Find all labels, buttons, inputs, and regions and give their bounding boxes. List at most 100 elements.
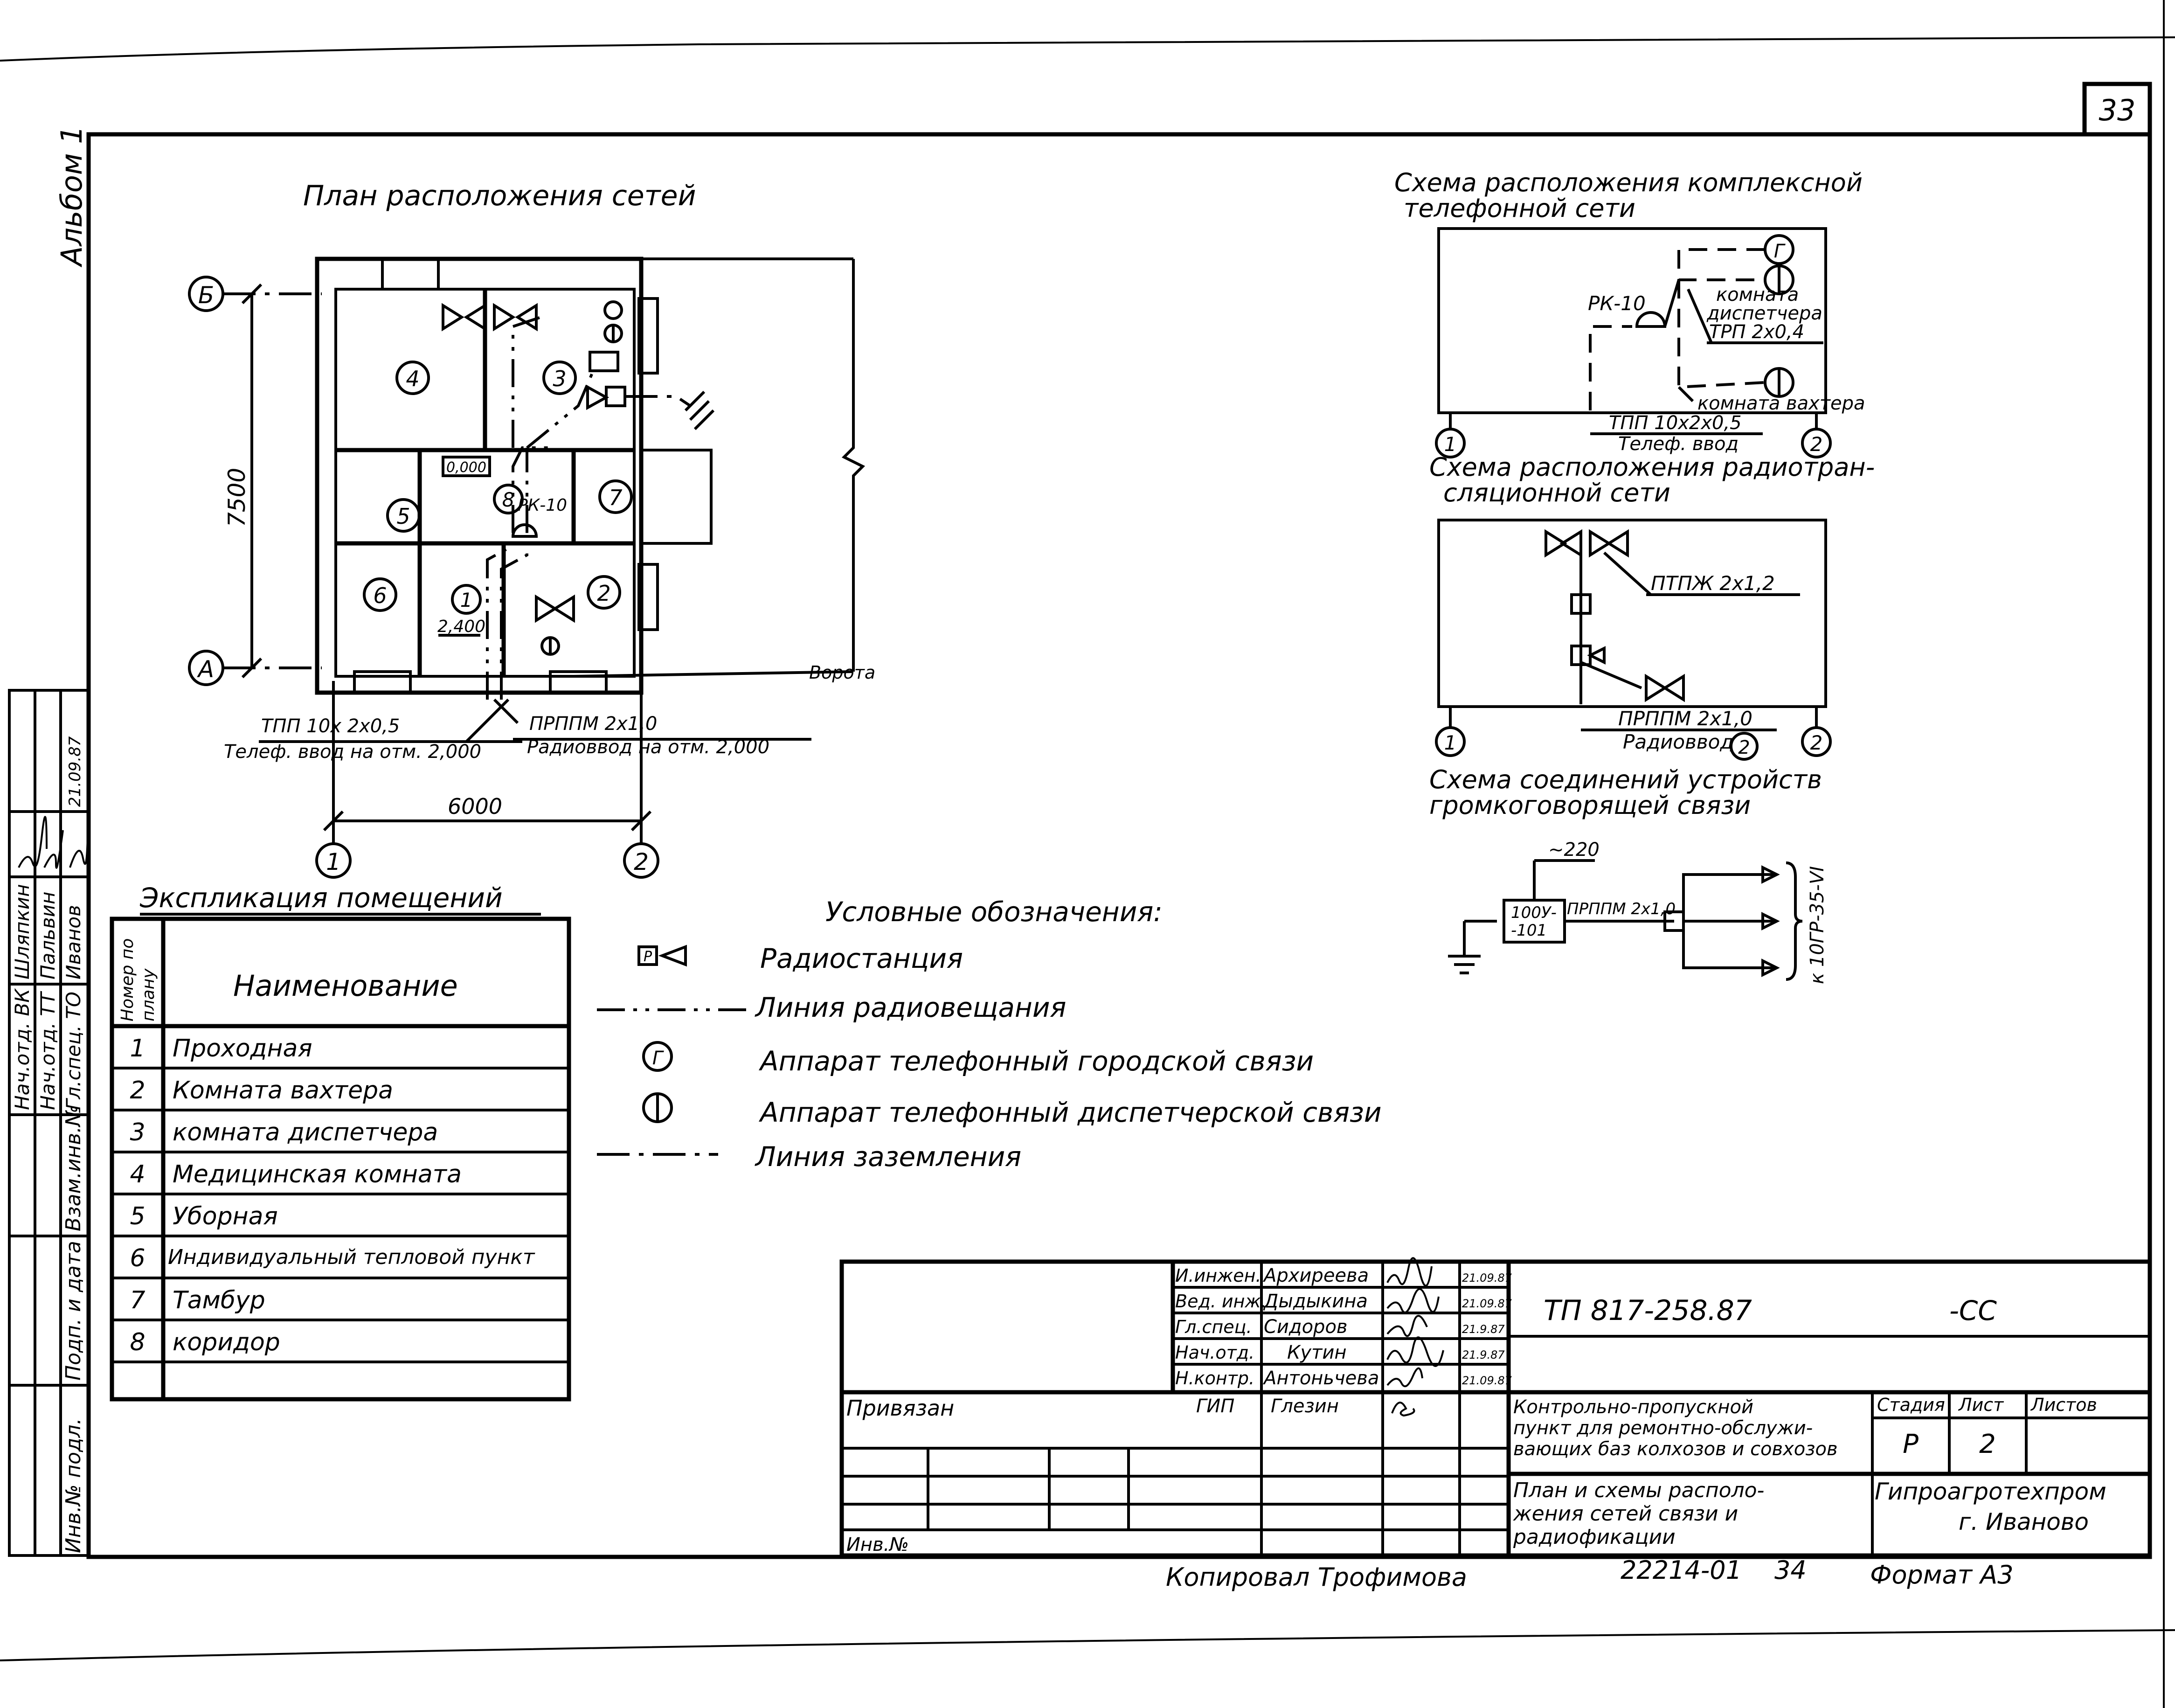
explication-title: Экспликация помещений [139, 882, 503, 914]
radio-scheme-title-2: сляционной сети [1443, 478, 1670, 507]
row-name: Тамбур [173, 1286, 265, 1314]
tel-scheme-title-2: телефонной сети [1404, 194, 1635, 223]
sig-name-4: Кутин [1287, 1342, 1347, 1363]
svg-text:3: 3 [553, 366, 566, 391]
plan-ground-line [625, 395, 691, 407]
tel-axis-2-bubble [1801, 428, 1832, 458]
radio-speaker-3 [1587, 646, 1606, 665]
speaker-cable: ПРППМ 2х1,0 [1567, 900, 1676, 918]
explication-table: Экспликация помещений Номер по плану Наи… [110, 882, 571, 1402]
sheet-value: 2 [1979, 1429, 1996, 1459]
amplifier-2: -101 [1511, 921, 1547, 940]
tel-cable-inner: ТРП 2х0,4 [1709, 321, 1804, 343]
radio-cable-entry: ПРППМ 2х1,0 [1618, 707, 1752, 730]
amplifier-1: 100У- [1511, 903, 1557, 922]
sheet-number: 33 [2099, 93, 2136, 127]
radio-axis-2: 2 [1810, 731, 1823, 754]
album-label: Альбом 1 [55, 125, 89, 268]
plan-radio-station-icon [589, 351, 619, 372]
radio-axis-2-bubble [1801, 726, 1832, 757]
sig-role-3: Гл.спец. [1175, 1317, 1252, 1337]
axis-2-bubble [623, 842, 659, 879]
legend: Условные обозначения: Р Радиостанция Лин… [597, 896, 1382, 1173]
signature-3 [1386, 1315, 1428, 1337]
scan-edge-top [0, 36, 2175, 62]
inv-label: Инв.№ [846, 1534, 909, 1555]
plan-speaker-4 [535, 594, 575, 623]
row-num: 7 [130, 1286, 145, 1314]
sig-date-2: 21.09.87 [1462, 1297, 1512, 1310]
side-role-1: Нач.отд. ВК [11, 988, 34, 1110]
legend-title: Условные обозначения: [825, 896, 1163, 928]
svg-text:4: 4 [406, 366, 419, 391]
row-name: Медицинская комната [173, 1160, 462, 1188]
tel-cable: ТПП 10х 2х0,5 [261, 715, 400, 737]
tel-rk-box [1635, 311, 1667, 328]
plan-rk-label: РК-10 [518, 496, 567, 515]
floor-plan [315, 257, 866, 695]
plan-wiring: 0,000 РК-10 2,400 Ворота [437, 300, 875, 743]
level-0: 0,000 [446, 459, 486, 476]
side-name-1: Шляпкин [11, 884, 34, 979]
sheets-label: Листов [2030, 1395, 2097, 1415]
signature-5 [1386, 1367, 1423, 1388]
sig-date-4: 21.9.87 [1462, 1348, 1505, 1361]
side-signature-1 [18, 816, 48, 868]
svg-text:6: 6 [373, 583, 387, 608]
row-name: Уборная [173, 1202, 278, 1230]
axis-1-bubble [315, 842, 352, 879]
legend-item-5: Линия заземления [755, 1141, 1021, 1173]
row-num: 3 [130, 1118, 145, 1146]
sig-role-2: Вед. инж. [1175, 1291, 1267, 1312]
sig-role-5: Н.контр. [1175, 1368, 1254, 1389]
radio-speaker-2 [1589, 529, 1629, 558]
dim-6000: 6000 [448, 794, 502, 819]
sig-date-3: 21.9.87 [1462, 1323, 1505, 1336]
radio-entry-label: Радиоввод [1623, 730, 1733, 753]
plan-speaker-1 [442, 303, 486, 332]
axis-a: А [197, 656, 214, 683]
svg-text:2: 2 [1738, 737, 1750, 758]
side-signature-2 [43, 830, 64, 869]
plan-rk-box [511, 523, 538, 538]
radio-entry: Радиоввод на отм. 2,000 [527, 736, 769, 758]
side-name-3: Иванов [62, 905, 85, 979]
svg-text:Р: Р [644, 949, 652, 965]
tel-room-disp-2: диспетчера [1706, 303, 1822, 324]
svg-text:7: 7 [609, 485, 622, 510]
radio-cable-inner: ПТПЖ 2х1,2 [1651, 572, 1775, 595]
org-city: г. Иваново [1959, 1508, 2089, 1535]
sig-role-4: Нач.отд. [1175, 1342, 1254, 1363]
doc-number: 22214-01 [1621, 1555, 1742, 1585]
legend-item-3: Аппарат телефонный городской связи [758, 1045, 1314, 1077]
svg-text:Г: Г [652, 1048, 664, 1069]
tel-axis-1-bubble [1435, 428, 1466, 458]
stage-value: Р [1903, 1429, 1919, 1459]
side-signature-3 [69, 834, 89, 868]
page-number: 34 [1774, 1555, 1807, 1585]
tel-entry-label: Телеф. ввод [1618, 433, 1739, 455]
side-field-swap: Взам.инв.№ [62, 1105, 85, 1231]
tel-axis-1: 1 [1444, 433, 1457, 456]
col-num-2: плану [139, 968, 158, 1021]
footer: Копировал Трофимова 22214-01 34 Формат А… [1166, 1555, 2014, 1592]
tel-room-guard: комната вахтера [1697, 393, 1865, 414]
gate-label: Ворота [809, 662, 875, 683]
col-name: Наименование [233, 969, 458, 1003]
speaker-supply: ~220 [1548, 839, 1600, 861]
signature-2 [1386, 1288, 1440, 1313]
side-role-2: Нач.отд. ТТ [36, 991, 59, 1110]
radio-axis-1-bubble [1435, 726, 1466, 757]
tel-axis-2: 2 [1810, 433, 1823, 456]
plan-speaker-3 [586, 384, 610, 410]
side-field-sign: Подп. и дата [62, 1241, 85, 1381]
row-num: 4 [130, 1160, 145, 1188]
row-num: 6 [130, 1244, 145, 1272]
doc-code: ТП 817-258.87 [1544, 1294, 1752, 1327]
org-name: Гипроагротехпром [1875, 1478, 2106, 1505]
sig-name-5: Антоньчева [1262, 1368, 1379, 1389]
copied-by: Копировал Трофимова [1166, 1562, 1467, 1592]
radio-speaker-1 [1545, 529, 1582, 558]
sheet-name-3: радиофикации [1513, 1525, 1676, 1549]
